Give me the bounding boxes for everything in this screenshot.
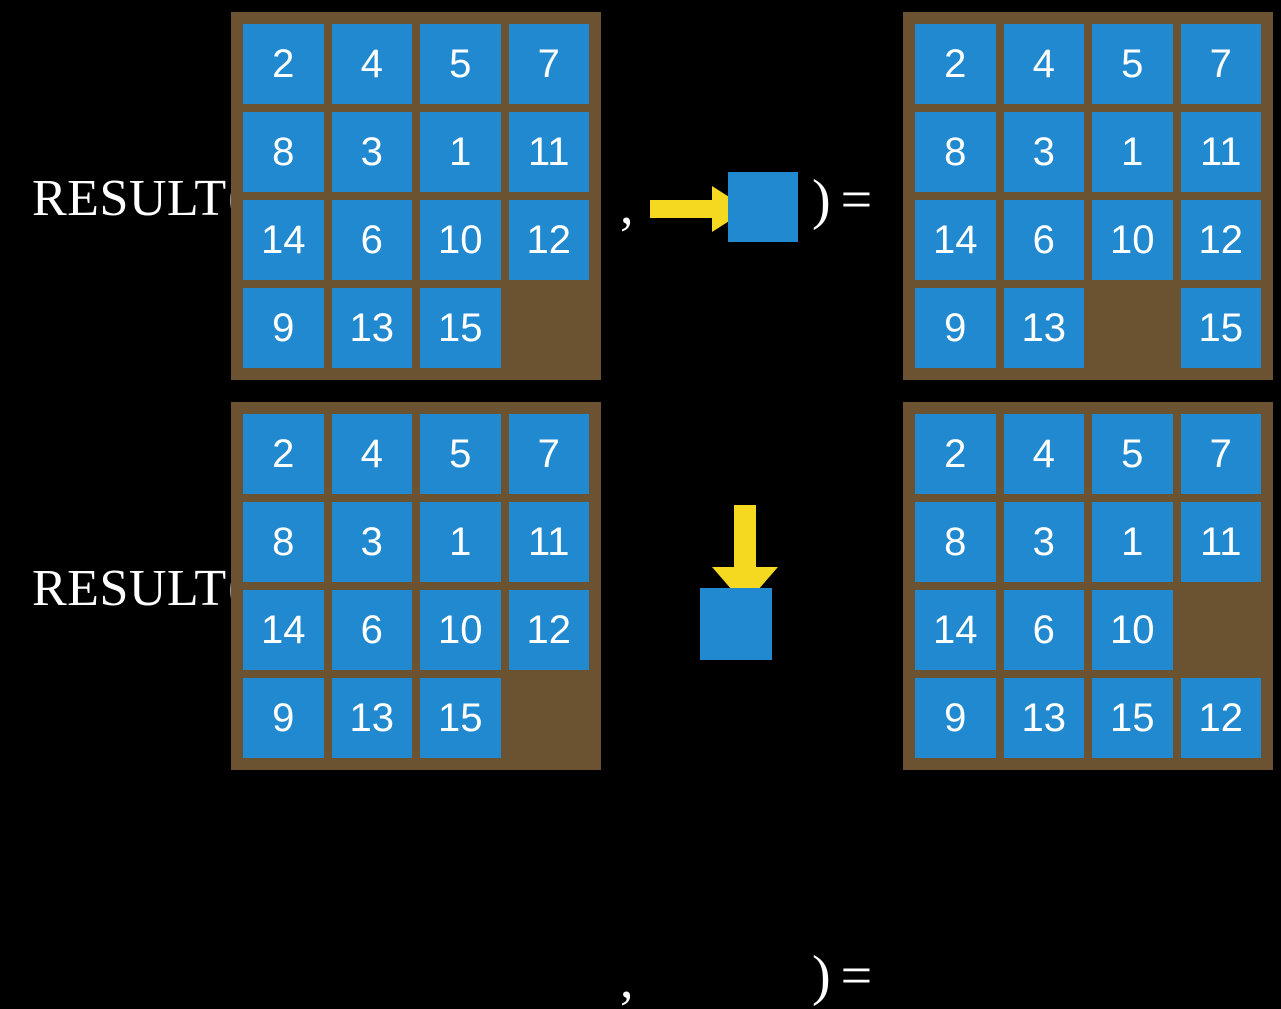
- close-paren-equals-row-2: )=: [812, 948, 872, 1004]
- tile: 5: [1092, 24, 1173, 104]
- operand-blue-square: [728, 172, 798, 242]
- tile: 9: [243, 288, 324, 368]
- tile: 7: [508, 414, 589, 494]
- tile: 8: [915, 502, 996, 582]
- tile: 15: [1180, 288, 1261, 368]
- output-board-row-2: 2 4 5 7 8 3 1 11 14 6 10 9 13 15 12: [903, 402, 1273, 770]
- tile: 9: [915, 678, 996, 758]
- operand-row-2: [690, 505, 800, 675]
- tile: 14: [915, 200, 996, 280]
- equals-sign: =: [840, 169, 873, 231]
- tile: 11: [1180, 112, 1261, 192]
- comma-separator-row-1: ,: [620, 175, 634, 235]
- operand-row-1: [650, 160, 810, 255]
- tile: 2: [915, 414, 996, 494]
- tile: 5: [420, 24, 501, 104]
- tile: 5: [420, 414, 501, 494]
- result-label-row-1: RESULT(: [32, 165, 248, 225]
- tile: 13: [331, 678, 412, 758]
- tile: 4: [331, 414, 412, 494]
- output-board-row-1: 2 4 5 7 8 3 1 11 14 6 10 12 9 13 15: [903, 12, 1273, 380]
- input-board-row-2: 2 4 5 7 8 3 1 11 14 6 10 12 9 13 15: [231, 402, 601, 770]
- tile: 12: [1180, 200, 1261, 280]
- tile: 12: [508, 590, 589, 670]
- tile: 6: [331, 590, 412, 670]
- tile: 7: [1180, 24, 1261, 104]
- tile: 2: [915, 24, 996, 104]
- tile: 15: [420, 678, 501, 758]
- tile: 11: [1180, 502, 1261, 582]
- tile: 6: [1003, 590, 1084, 670]
- result-word: RESULT: [32, 560, 227, 617]
- tile: 10: [1092, 590, 1173, 670]
- result-word: RESULT: [32, 170, 227, 227]
- tile: 13: [1003, 288, 1084, 368]
- tile: 15: [1092, 678, 1173, 758]
- equation-row-2: RESULT( 2 4 5 7 8 3 1 11 14 6 10 12 9 13…: [0, 390, 1281, 1006]
- tile: 12: [1180, 678, 1261, 758]
- tile: 14: [243, 200, 324, 280]
- operand-blue-square: [700, 588, 772, 660]
- tile: 4: [331, 24, 412, 104]
- tile: 12: [508, 200, 589, 280]
- tile: 13: [331, 288, 412, 368]
- tile: 8: [243, 502, 324, 582]
- tile: 10: [420, 200, 501, 280]
- tile: 15: [420, 288, 501, 368]
- tile: 1: [1092, 112, 1173, 192]
- tile: 4: [1003, 414, 1084, 494]
- tile: 2: [243, 414, 324, 494]
- close-paren: ): [812, 945, 831, 1007]
- tile: 14: [915, 590, 996, 670]
- tile: 6: [331, 200, 412, 280]
- comma-separator-row-2: ,: [620, 949, 634, 1009]
- empty-slot: [1181, 590, 1262, 670]
- equation-row-1: RESULT( 2 4 5 7 8 3 1 11 14 6 10 12 9 13…: [0, 0, 1281, 390]
- tile: 9: [243, 678, 324, 758]
- tile: 1: [420, 502, 501, 582]
- tile: 11: [508, 112, 589, 192]
- arrow-down-icon: [712, 505, 778, 605]
- tile: 10: [420, 590, 501, 670]
- tile: 11: [508, 502, 589, 582]
- tile: 10: [1092, 200, 1173, 280]
- tile: 3: [1003, 502, 1084, 582]
- tile: 7: [1180, 414, 1261, 494]
- equals-sign: =: [840, 945, 873, 1007]
- tile: 7: [508, 24, 589, 104]
- tile: 2: [243, 24, 324, 104]
- tile: 4: [1003, 24, 1084, 104]
- tile: 8: [915, 112, 996, 192]
- tile: 1: [420, 112, 501, 192]
- tile: 3: [1003, 112, 1084, 192]
- tile: 5: [1092, 414, 1173, 494]
- result-label-row-2: RESULT(: [32, 555, 248, 615]
- arrow-right-icon: [650, 186, 748, 232]
- tile: 13: [1003, 678, 1084, 758]
- tile: 6: [1003, 200, 1084, 280]
- tile: 3: [331, 112, 412, 192]
- close-paren: ): [812, 169, 831, 231]
- tile: 8: [243, 112, 324, 192]
- tile: 1: [1092, 502, 1173, 582]
- close-paren-equals-row-1: )=: [812, 172, 872, 228]
- empty-slot: [509, 288, 590, 368]
- tile: 14: [243, 590, 324, 670]
- input-board-row-1: 2 4 5 7 8 3 1 11 14 6 10 12 9 13 15: [231, 12, 601, 380]
- tile: 9: [915, 288, 996, 368]
- empty-slot: [1092, 288, 1173, 368]
- tile: 3: [331, 502, 412, 582]
- empty-slot: [509, 678, 590, 758]
